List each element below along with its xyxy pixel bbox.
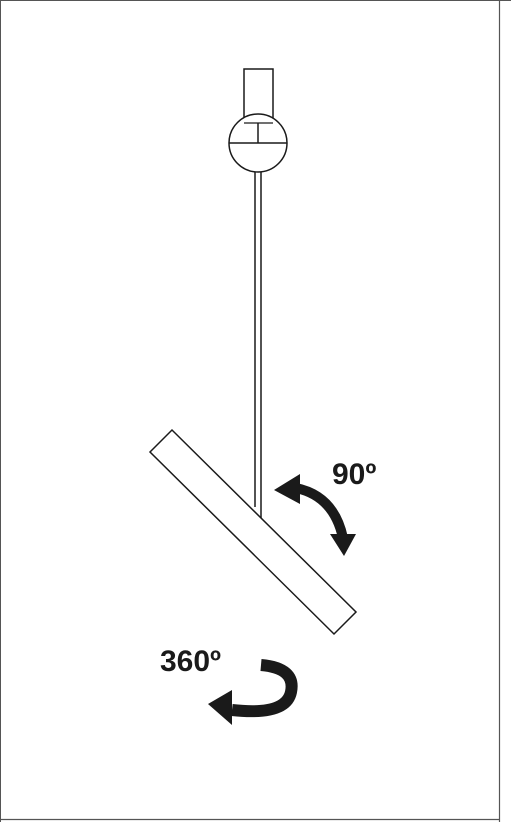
rotation-arrow-icon (208, 659, 298, 725)
lamp-head (148, 428, 358, 636)
rotation-angle-label: 360º (160, 645, 221, 678)
suspension-rod (254, 172, 262, 519)
track-adapter (243, 68, 274, 123)
tilt-arrow-icon (274, 474, 356, 556)
ball-joint (228, 113, 288, 173)
tilt-angle-label: 90º (332, 458, 376, 491)
